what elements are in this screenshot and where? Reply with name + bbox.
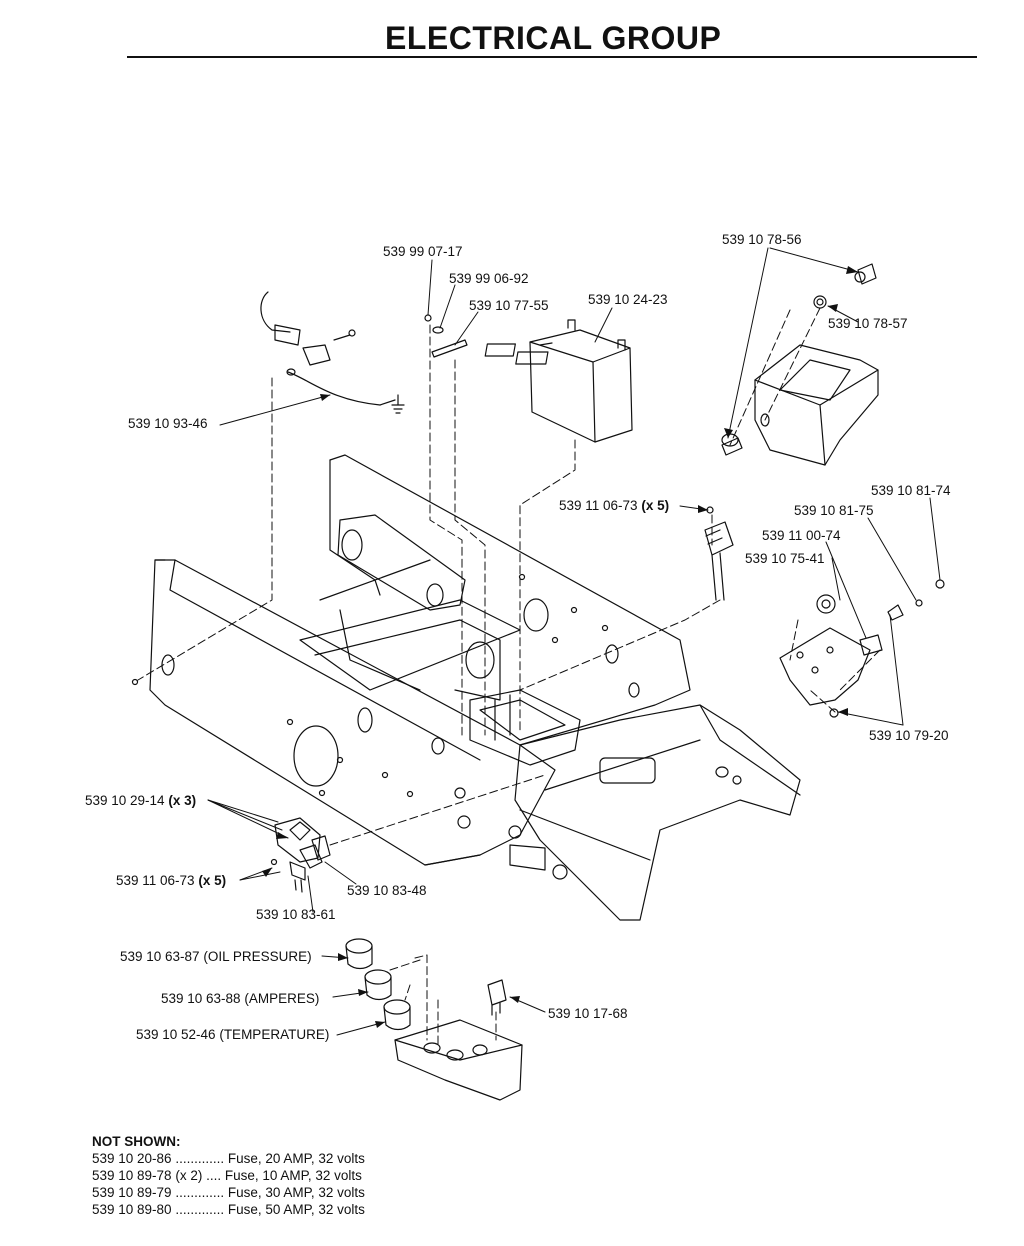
gauge-panel: [345, 938, 523, 1101]
list-item: 539 10 89-80 ............. Fuse, 50 AMP,…: [92, 1202, 365, 1217]
callout-label: 539 10 78-56: [722, 232, 802, 247]
title-underline: [127, 56, 977, 58]
callout-label: 539 10 63-87 (OIL PRESSURE): [120, 949, 312, 964]
assembly-lines: [137, 307, 881, 1046]
callout-label: 539 99 06-92: [449, 271, 529, 286]
callout-label: 539 10 83-61: [256, 907, 336, 922]
relay-bracket: [779, 579, 945, 718]
not-shown-heading: NOT SHOWN:: [92, 1134, 181, 1149]
callout-label: 539 11 00-74: [762, 528, 841, 543]
callout-label: 539 10 63-88 (AMPERES): [161, 991, 320, 1006]
small-hardware: [131, 314, 734, 686]
relay-cluster: [270, 817, 331, 893]
list-item: 539 10 89-79 ............. Fuse, 30 AMP,…: [92, 1185, 365, 1200]
list-item: 539 10 20-86 ............. Fuse, 20 AMP,…: [92, 1151, 365, 1166]
callout-label: 539 11 06-73 (x 5): [116, 873, 227, 888]
list-item: 539 10 89-78 (x 2) .... Fuse, 10 AMP, 32…: [92, 1168, 362, 1183]
callout-label: 539 10 77-55: [469, 298, 549, 313]
callout-label: 539 10 17-68: [548, 1006, 628, 1021]
page-title: ELECTRICAL GROUP: [385, 20, 722, 56]
callout-label: 539 10 52-46 (TEMPERATURE): [136, 1027, 330, 1042]
callout-label: 539 10 93-46: [128, 416, 208, 431]
callout-label: 539 10 78-57: [828, 316, 908, 331]
callout-label: 539 10 29-14 (x 3): [85, 793, 197, 808]
battery: [484, 319, 633, 443]
leader-lines: [207, 247, 941, 1036]
callout-label: 539 11 06-73 (x 5): [559, 498, 670, 513]
callout-label: 539 10 81-74: [871, 483, 951, 498]
ignition-switch-cable: [260, 291, 405, 414]
not-shown-list: NOT SHOWN: 539 10 20-86 ............. Fu…: [92, 1134, 365, 1218]
callout-label: 539 10 24-23: [588, 292, 668, 307]
callout-label: 539 99 07-17: [383, 244, 463, 259]
callout-label: 539 10 83-48: [347, 883, 427, 898]
callout-label: 539 10 79-20: [869, 728, 949, 743]
chassis-frame: [149, 454, 801, 921]
switch-housing: [721, 263, 879, 466]
callout-label: 539 10 75-41: [745, 551, 825, 566]
callout-label: 539 10 81-75: [794, 503, 874, 518]
arrowheads: [262, 266, 858, 1028]
